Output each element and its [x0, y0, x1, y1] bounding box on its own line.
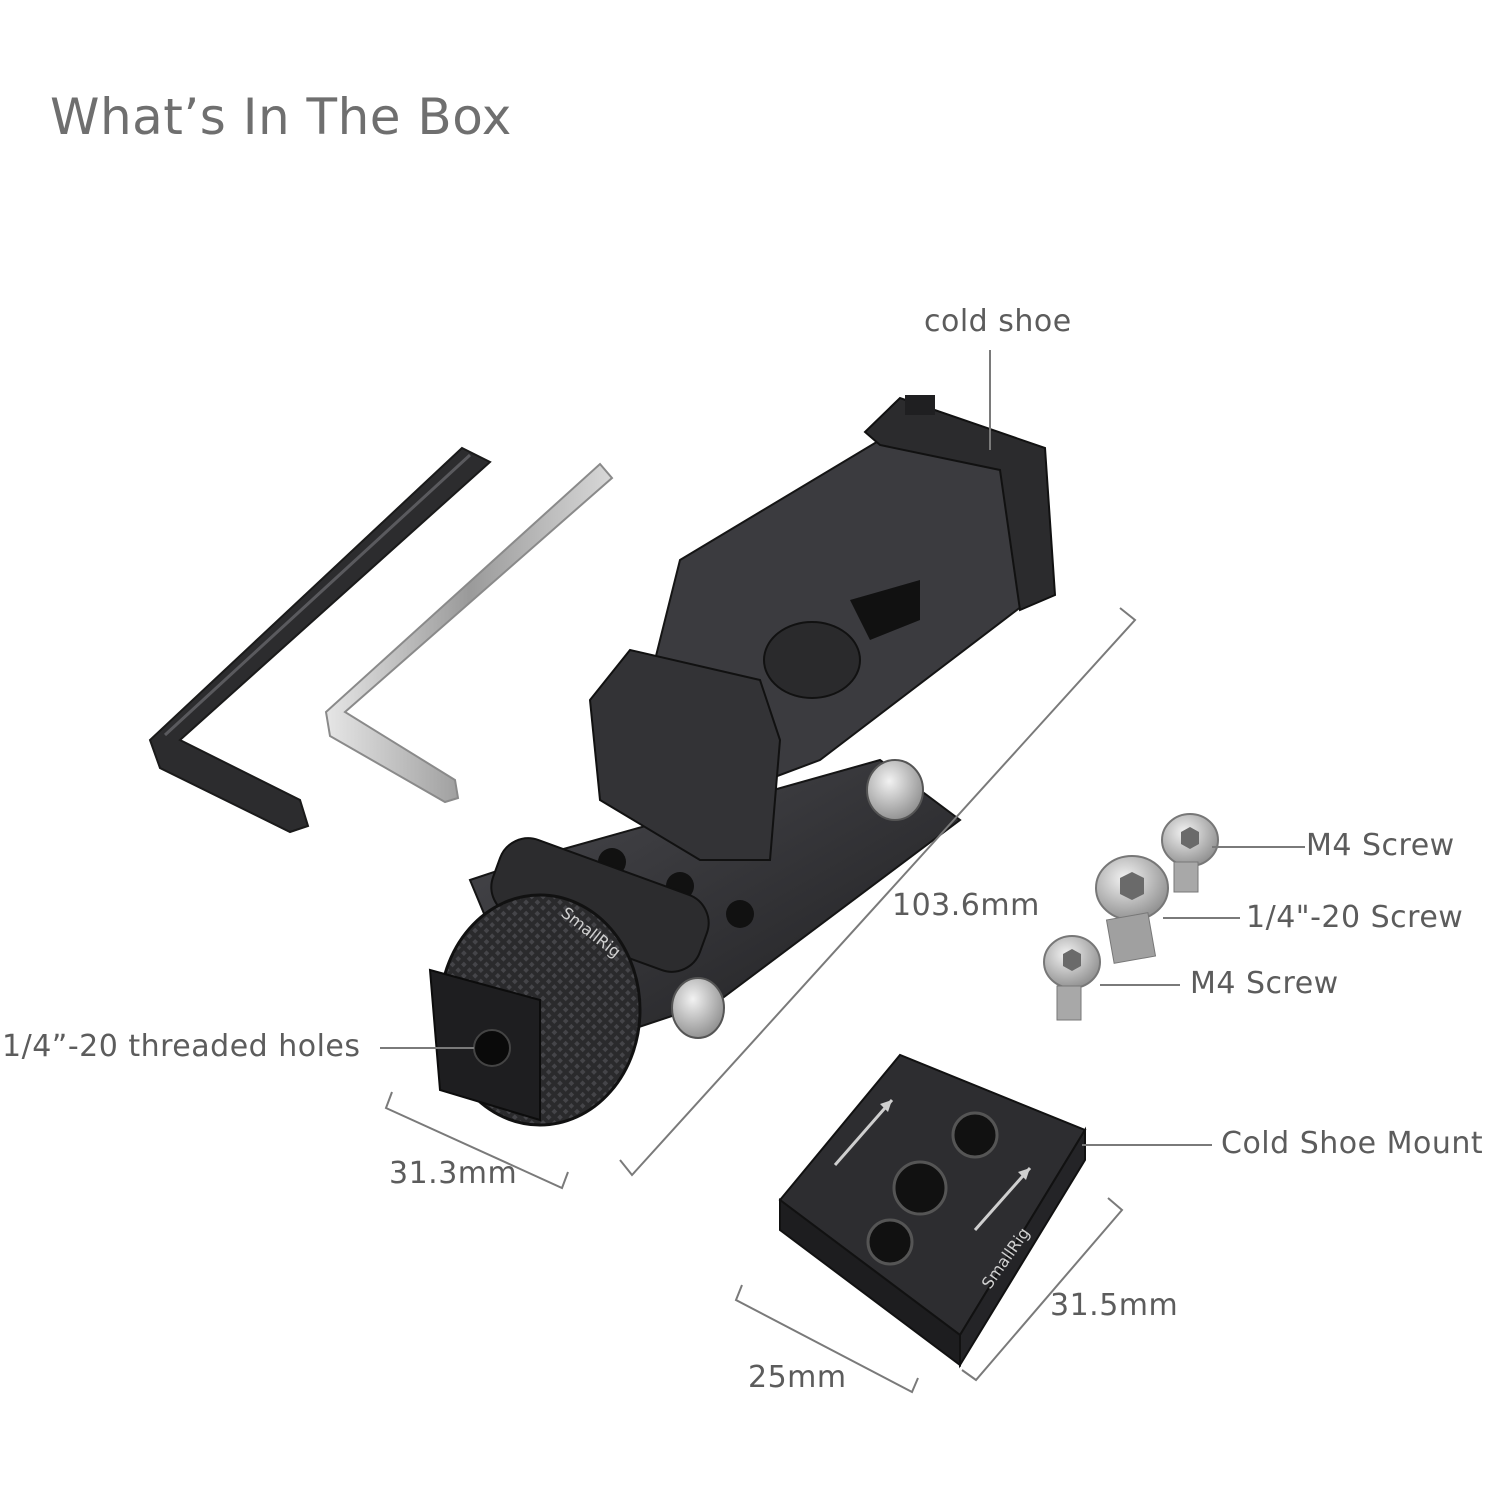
length-dimension-line: [619, 607, 1137, 1177]
label-m4-screw-bottom: M4 Screw: [1190, 966, 1339, 1001]
m4-screw-bottom: [1043, 935, 1101, 1021]
callout-lines: [380, 350, 1305, 1394]
quarter-20-screw: [1095, 855, 1169, 964]
black-hex-key: [148, 446, 492, 834]
monitor-mount-bracket: SmallRig: [428, 395, 1057, 1127]
dimension-mount-depth: 25mm: [748, 1360, 847, 1395]
dimension-length: 103.6mm: [892, 888, 1040, 923]
dimension-width: 31.3mm: [389, 1156, 518, 1191]
mount-width-dimension-line: [961, 1197, 1124, 1382]
label-quarter-20-screw: 1/4"-20 Screw: [1246, 900, 1464, 935]
page-title: What’s In The Box: [50, 88, 512, 146]
dimension-mount-width: 31.5mm: [1050, 1288, 1179, 1323]
mount-depth-dimension-line: [734, 1284, 919, 1394]
silver-hex-key: [324, 462, 614, 804]
label-cold-shoe-mount: Cold Shoe Mount: [1221, 1126, 1484, 1161]
cold-shoe-mount: SmallRig: [778, 1053, 1087, 1369]
m4-screw-top: [1161, 813, 1219, 893]
label-threaded-holes: 1/4”-20 threaded holes: [2, 1029, 361, 1064]
width-dimension-line: [384, 1091, 569, 1190]
label-m4-screw-top: M4 Screw: [1306, 828, 1455, 863]
label-cold-shoe: cold shoe: [924, 304, 1072, 339]
